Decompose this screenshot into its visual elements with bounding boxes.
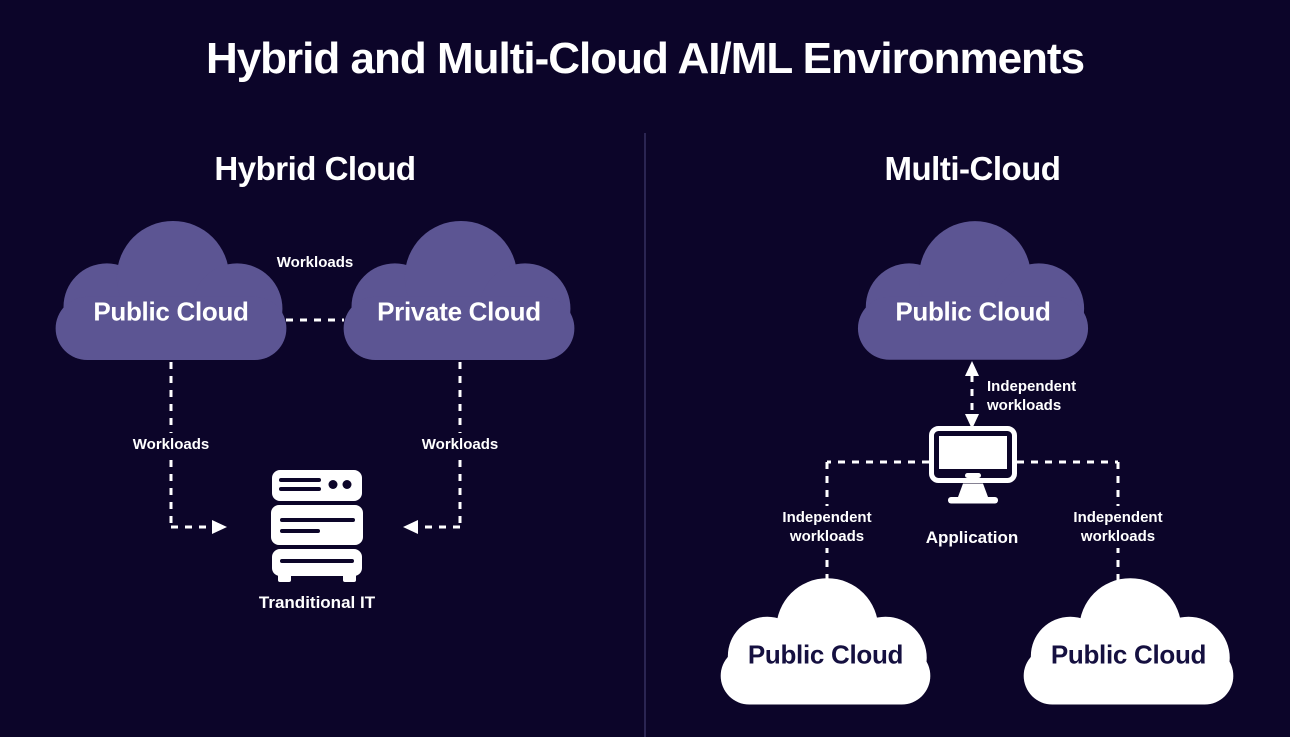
arrow-left-icon <box>403 520 418 534</box>
independent-workloads-right-label: Independent workloads <box>1048 506 1188 548</box>
independent-workloads-arrow-label: Independent workloads <box>987 378 1077 414</box>
cloud-icon <box>343 220 575 360</box>
cloud-label: Public Cloud <box>747 639 904 670</box>
workloads-public-label: Workloads <box>111 433 231 456</box>
workloads-link-label: Workloads <box>276 254 354 271</box>
hybrid-private-to-server-line <box>418 362 462 529</box>
traditional-it-caption: Tranditional IT <box>258 593 376 612</box>
cloud-icon <box>857 221 1089 360</box>
arrow-down-icon <box>965 414 979 429</box>
multi-section-heading: Multi-Cloud <box>884 150 1061 187</box>
independent-workloads-left-label: Independent workloads <box>757 506 897 548</box>
page-title: Hybrid and Multi-Cloud AI/ML Environment… <box>205 34 1085 83</box>
multi-bottom-right-cloud: Public Cloud <box>1021 571 1236 709</box>
multi-bottom-left-cloud: Public Cloud <box>718 571 933 709</box>
arrow-up-icon <box>965 361 979 376</box>
hybrid-private-cloud: Private Cloud <box>340 218 578 360</box>
hybrid-public-cloud: Public Cloud <box>52 218 290 360</box>
cloud-label: Public Cloud <box>93 296 249 327</box>
hybrid-public-to-server-line <box>169 362 212 529</box>
section-divider <box>644 133 646 737</box>
cloud-icon <box>55 220 287 360</box>
workloads-private-label: Workloads <box>400 433 520 456</box>
cloud-label: Public Cloud <box>895 296 1051 327</box>
cloud-label: Public Cloud <box>1050 639 1207 670</box>
server-icon <box>271 470 363 585</box>
multi-top-public-cloud: Public Cloud <box>855 218 1091 360</box>
application-caption: Application <box>925 528 1019 547</box>
monitor-icon <box>929 426 1017 504</box>
hybrid-section-heading: Hybrid Cloud <box>214 150 416 187</box>
arrow-right-icon <box>212 520 227 534</box>
cloud-label: Private Cloud <box>377 296 541 327</box>
